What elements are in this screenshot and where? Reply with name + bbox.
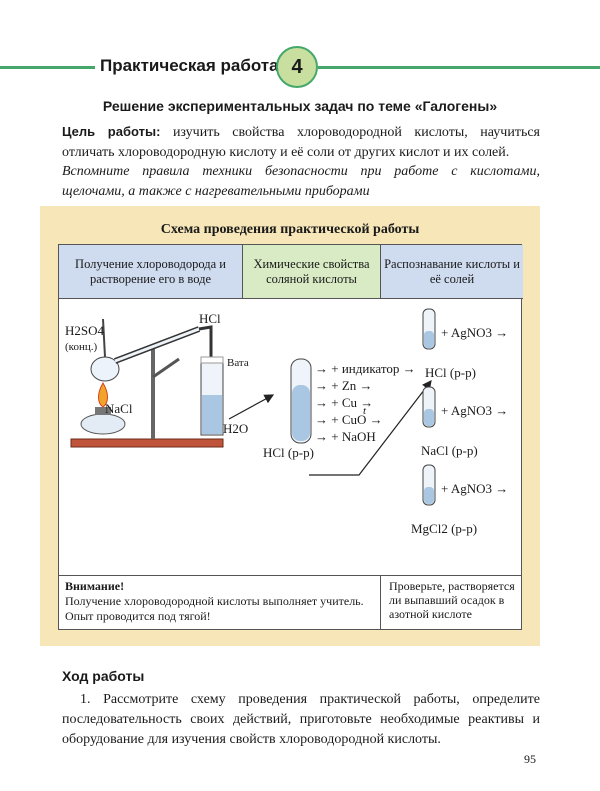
scheme-notes: Внимание! Получение хлороводородной кисл… — [58, 576, 522, 630]
label-sulfuric-acid: H2SO4 — [65, 323, 104, 339]
label-hcl-solution: HCl (р-р) — [263, 445, 314, 460]
goal-text: изучить свойства хлороводородной кислоты… — [62, 125, 540, 160]
warning-title: Внимание! — [65, 579, 125, 593]
warning-text: Получение хлороводородной кислоты выполн… — [65, 594, 364, 623]
reaction-copper-oxide: → + CuO → — [315, 412, 383, 427]
work-subtitle: Решение экспериментальных задач по теме … — [102, 98, 498, 114]
label-salt: NaCl — [105, 401, 133, 416]
burner — [80, 413, 126, 435]
scheme-box: Получение хлороводорода и растворение ег… — [58, 244, 523, 576]
goal-label: Цель работы: — [62, 124, 161, 139]
column-header-recognition: Распознавание кислоты и её солей — [381, 245, 523, 299]
header-rule-right — [318, 66, 600, 69]
reagent-silver-nitrate-3: + AgNO3 → — [441, 481, 509, 496]
page-title: Практическая работа — [100, 56, 279, 75]
sample-nacl: NaCl (р-р) — [421, 443, 478, 458]
flask — [90, 356, 120, 382]
check-note: Проверьте, растворяется ли выпавший осад… — [389, 579, 515, 621]
steps-title: Ход работы — [62, 668, 145, 684]
column-header-obtaining: Получение хлороводорода и растворение ег… — [59, 245, 243, 299]
flame-icon — [98, 382, 108, 408]
sample-hcl: HCl (р-р) — [425, 365, 476, 380]
label-cotton: Вата — [227, 357, 249, 369]
goal-paragraph: Цель работы: изучить свойства хлороводор… — [62, 122, 540, 163]
reagent-silver-nitrate-2: + AgNO3 → — [441, 403, 509, 418]
column-header-properties: Химические свойства соляной кислоты — [243, 245, 381, 299]
reaction-zinc: → + Zn → — [315, 378, 373, 393]
reagent-silver-nitrate-1: + AgNO3 → — [441, 325, 509, 340]
page-number: 95 — [524, 752, 536, 766]
reaction-copper: → + Cu → — [315, 395, 374, 410]
step-1: 1. Рассмотрите схему проведения практиче… — [62, 692, 540, 747]
apparatus-diagram — [70, 308, 436, 506]
work-number-badge: 4 — [276, 46, 318, 88]
stand-base — [70, 438, 224, 448]
label-hcl-gas: HCl — [199, 311, 221, 326]
safety-reminder: Вспомните правила техники безопасности п… — [62, 164, 540, 199]
reaction-sodium-hydroxide: → + NaOH — [315, 429, 376, 444]
warning-box: Внимание! Получение хлороводородной кисл… — [59, 576, 381, 630]
label-sulfuric-acid-text: H2SO4 — [65, 323, 105, 338]
label-concentrated: (конц.) — [65, 341, 98, 353]
scheme-title: Схема проведения практической работы — [160, 222, 420, 237]
heat-mark: t — [363, 405, 367, 417]
sample-mgcl2: MgCl2 (р-р) — [411, 521, 478, 536]
header-rule-left — [0, 66, 95, 69]
label-water: H2O — [223, 421, 249, 436]
reaction-indicator: → + индикатор → — [315, 361, 416, 376]
stand-rod — [151, 347, 155, 439]
scheme-panel: Схема проведения практической работы Пол… — [40, 206, 540, 646]
